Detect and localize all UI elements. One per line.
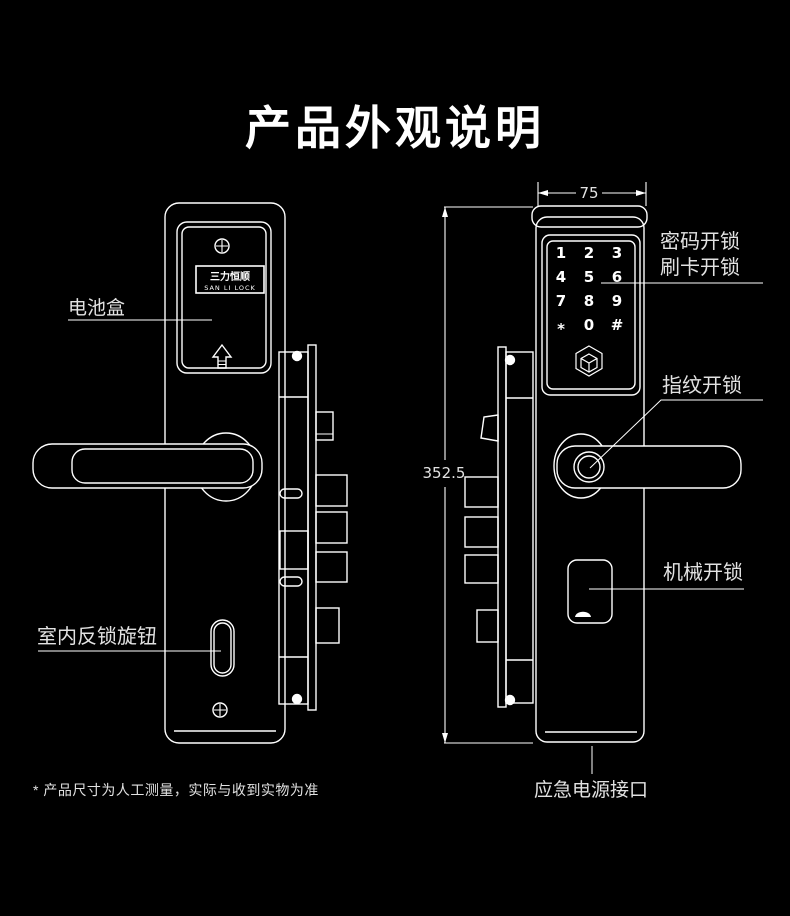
keypad-logo-icon (575, 345, 603, 377)
key-9: 9 (612, 292, 622, 310)
right-handle-bar (556, 445, 742, 489)
keypad-panel-inner (546, 240, 636, 390)
measurement-footnote: * 产品尺寸为人工测量，实际与收到实物为准 (33, 782, 319, 798)
key-3: 3 (612, 244, 622, 262)
left-edge-faceplate (307, 344, 317, 711)
brand-logo-plate (195, 265, 265, 294)
edge-screw-top-right (504, 354, 516, 366)
edge-screw-bottom (291, 693, 303, 705)
edge-screw-bottom-right (504, 694, 516, 706)
battery-box-label: 电池盒 (68, 298, 126, 319)
thumbturn-label: 室内反锁旋钮 (37, 626, 157, 648)
dimension-width: 75 (537, 182, 647, 206)
dimension-height-value: 352.5 (423, 464, 466, 482)
thumbturn-knob-outer (210, 619, 235, 677)
right-edge-latches (464, 414, 499, 643)
keypad: 1 2 3 4 5 6 7 8 9 * 0 # (556, 244, 624, 338)
emergency-power-label: 应急电源接口 (534, 780, 649, 801)
key-7: 7 (556, 292, 566, 310)
thumbturn-knob-inner (213, 622, 232, 674)
left-lock-rear-view: 三力恒顺 SAN LI LOCK (32, 202, 286, 744)
brand-logo-en: SAN LI LOCK (204, 284, 256, 292)
leader-lines (38, 282, 763, 774)
right-lock-front-view: 1 2 3 4 5 6 7 8 9 * 0 # (531, 205, 742, 743)
right-edge-body (505, 351, 534, 704)
key-4: 4 (556, 268, 566, 286)
dimension-height: 352.5 (423, 206, 533, 744)
edge-screw-top (291, 350, 303, 362)
key-star: * (557, 320, 565, 338)
key-hash: # (611, 316, 624, 334)
battery-arrow-up-icon (211, 343, 233, 369)
left-edge-latches (315, 411, 348, 644)
fingerprint-sensor-outer (573, 451, 605, 483)
key-2: 2 (584, 244, 594, 262)
right-edge-view (464, 346, 534, 708)
dimension-width-value: 75 (579, 184, 598, 202)
card-unlock-label: 刷卡开锁 (660, 257, 740, 279)
keyhole-icon (575, 611, 591, 617)
page-title: 产品外观说明 (245, 102, 545, 154)
left-edge-view (278, 344, 348, 711)
left-edge-body (278, 351, 309, 705)
bottom-screw-icon (212, 702, 228, 718)
fingerprint-sensor-inner (577, 455, 601, 479)
left-edge-details (279, 488, 309, 587)
key-8: 8 (584, 292, 594, 310)
keypad-panel-outer (541, 234, 641, 396)
left-handle-bar-inner (71, 448, 254, 484)
password-unlock-label: 密码开锁 (660, 231, 740, 253)
fingerprint-leader-line (589, 399, 763, 469)
key-1: 1 (556, 244, 566, 262)
key-0: 0 (584, 316, 594, 334)
key-5: 5 (584, 268, 594, 286)
right-lock-top-cap (531, 205, 648, 228)
brand-logo-cn: 三力恒顺 (210, 270, 250, 283)
fingerprint-unlock-label: 指纹开锁 (662, 375, 742, 397)
left-handle-bar (32, 443, 263, 489)
top-screw-icon (214, 238, 230, 254)
battery-cover-outer (176, 221, 272, 374)
mechanical-unlock-label: 机械开锁 (663, 562, 743, 584)
key-cylinder-cover (567, 559, 613, 624)
right-edge-faceplate (497, 346, 507, 708)
key-6: 6 (612, 268, 622, 286)
